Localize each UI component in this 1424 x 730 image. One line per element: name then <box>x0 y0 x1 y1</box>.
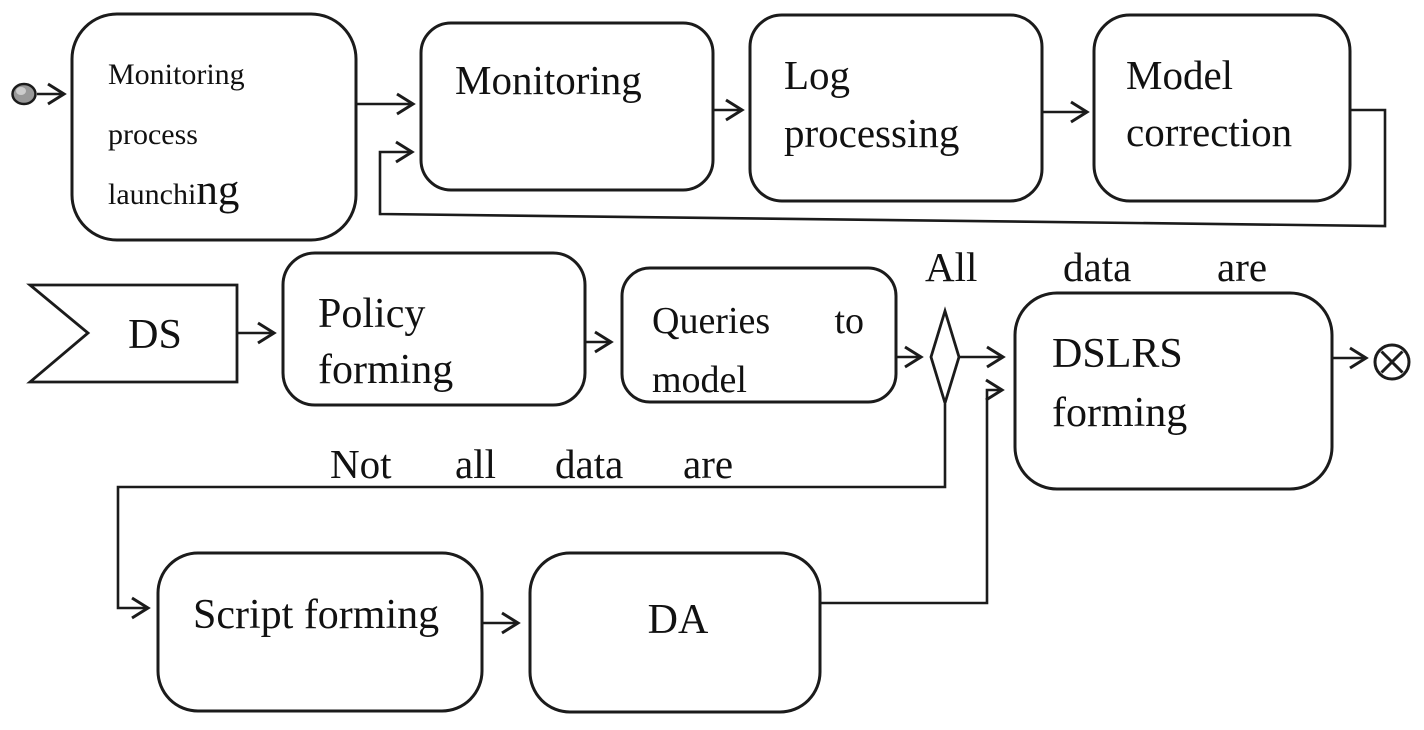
activity-monitoring <box>419 21 715 192</box>
arrow-da-to-dslrs <box>820 378 1005 605</box>
end-node-icon <box>1373 343 1411 381</box>
activity-label: Queries <box>652 300 770 342</box>
activity-label: process <box>108 118 198 151</box>
activity-label: Policy <box>318 291 425 337</box>
activity-label: processing <box>784 110 959 156</box>
guard-label-not-all: Not <box>330 441 392 487</box>
end-node-x-icon <box>1380 350 1404 374</box>
guard-label-not-all: are <box>683 441 733 487</box>
activity-label: forming <box>1052 390 1187 436</box>
activity-label: Model <box>1126 52 1233 98</box>
activity-label: DA <box>648 597 709 643</box>
arrow-decision-to-script <box>116 404 947 620</box>
guard-label-not-all: data <box>555 441 623 487</box>
signal-ds <box>26 283 239 384</box>
start-node-highlight <box>16 87 26 95</box>
activity-monitoring-process-launching <box>70 12 358 242</box>
guard-label-all: All <box>925 244 977 290</box>
guard-label-all: data <box>1063 244 1131 290</box>
activity-policy-forming <box>281 251 587 407</box>
guard-label-not-all: all <box>455 441 496 487</box>
decision-diamond <box>929 306 961 408</box>
guard-label-all: are <box>1217 244 1267 290</box>
activity-label: Log <box>784 52 850 98</box>
activity-dslrs-forming <box>1013 291 1334 491</box>
activity-model-correction <box>1092 13 1352 203</box>
activity-da <box>528 551 822 714</box>
activity-label: DSLRS <box>1052 331 1183 377</box>
arrow-feedback-model-to-monitoring <box>378 108 1387 228</box>
activity-label: model <box>652 359 747 401</box>
activity-label: forming <box>318 347 453 393</box>
activity-log-processing <box>748 13 1044 203</box>
activity-label: launching <box>108 167 239 214</box>
activity-label-part: launchi <box>108 178 196 211</box>
signal-label: DS <box>128 312 182 358</box>
activity-label-part: ng <box>196 167 239 214</box>
activity-label: Script forming <box>193 592 439 638</box>
activity-script-forming <box>156 551 484 713</box>
activity-label: Monitoring <box>455 57 642 103</box>
activity-label: to <box>834 300 864 342</box>
activity-label: Monitoring <box>108 58 245 91</box>
activity-queries-to-model <box>620 266 898 404</box>
activity-label: correction <box>1126 109 1292 155</box>
